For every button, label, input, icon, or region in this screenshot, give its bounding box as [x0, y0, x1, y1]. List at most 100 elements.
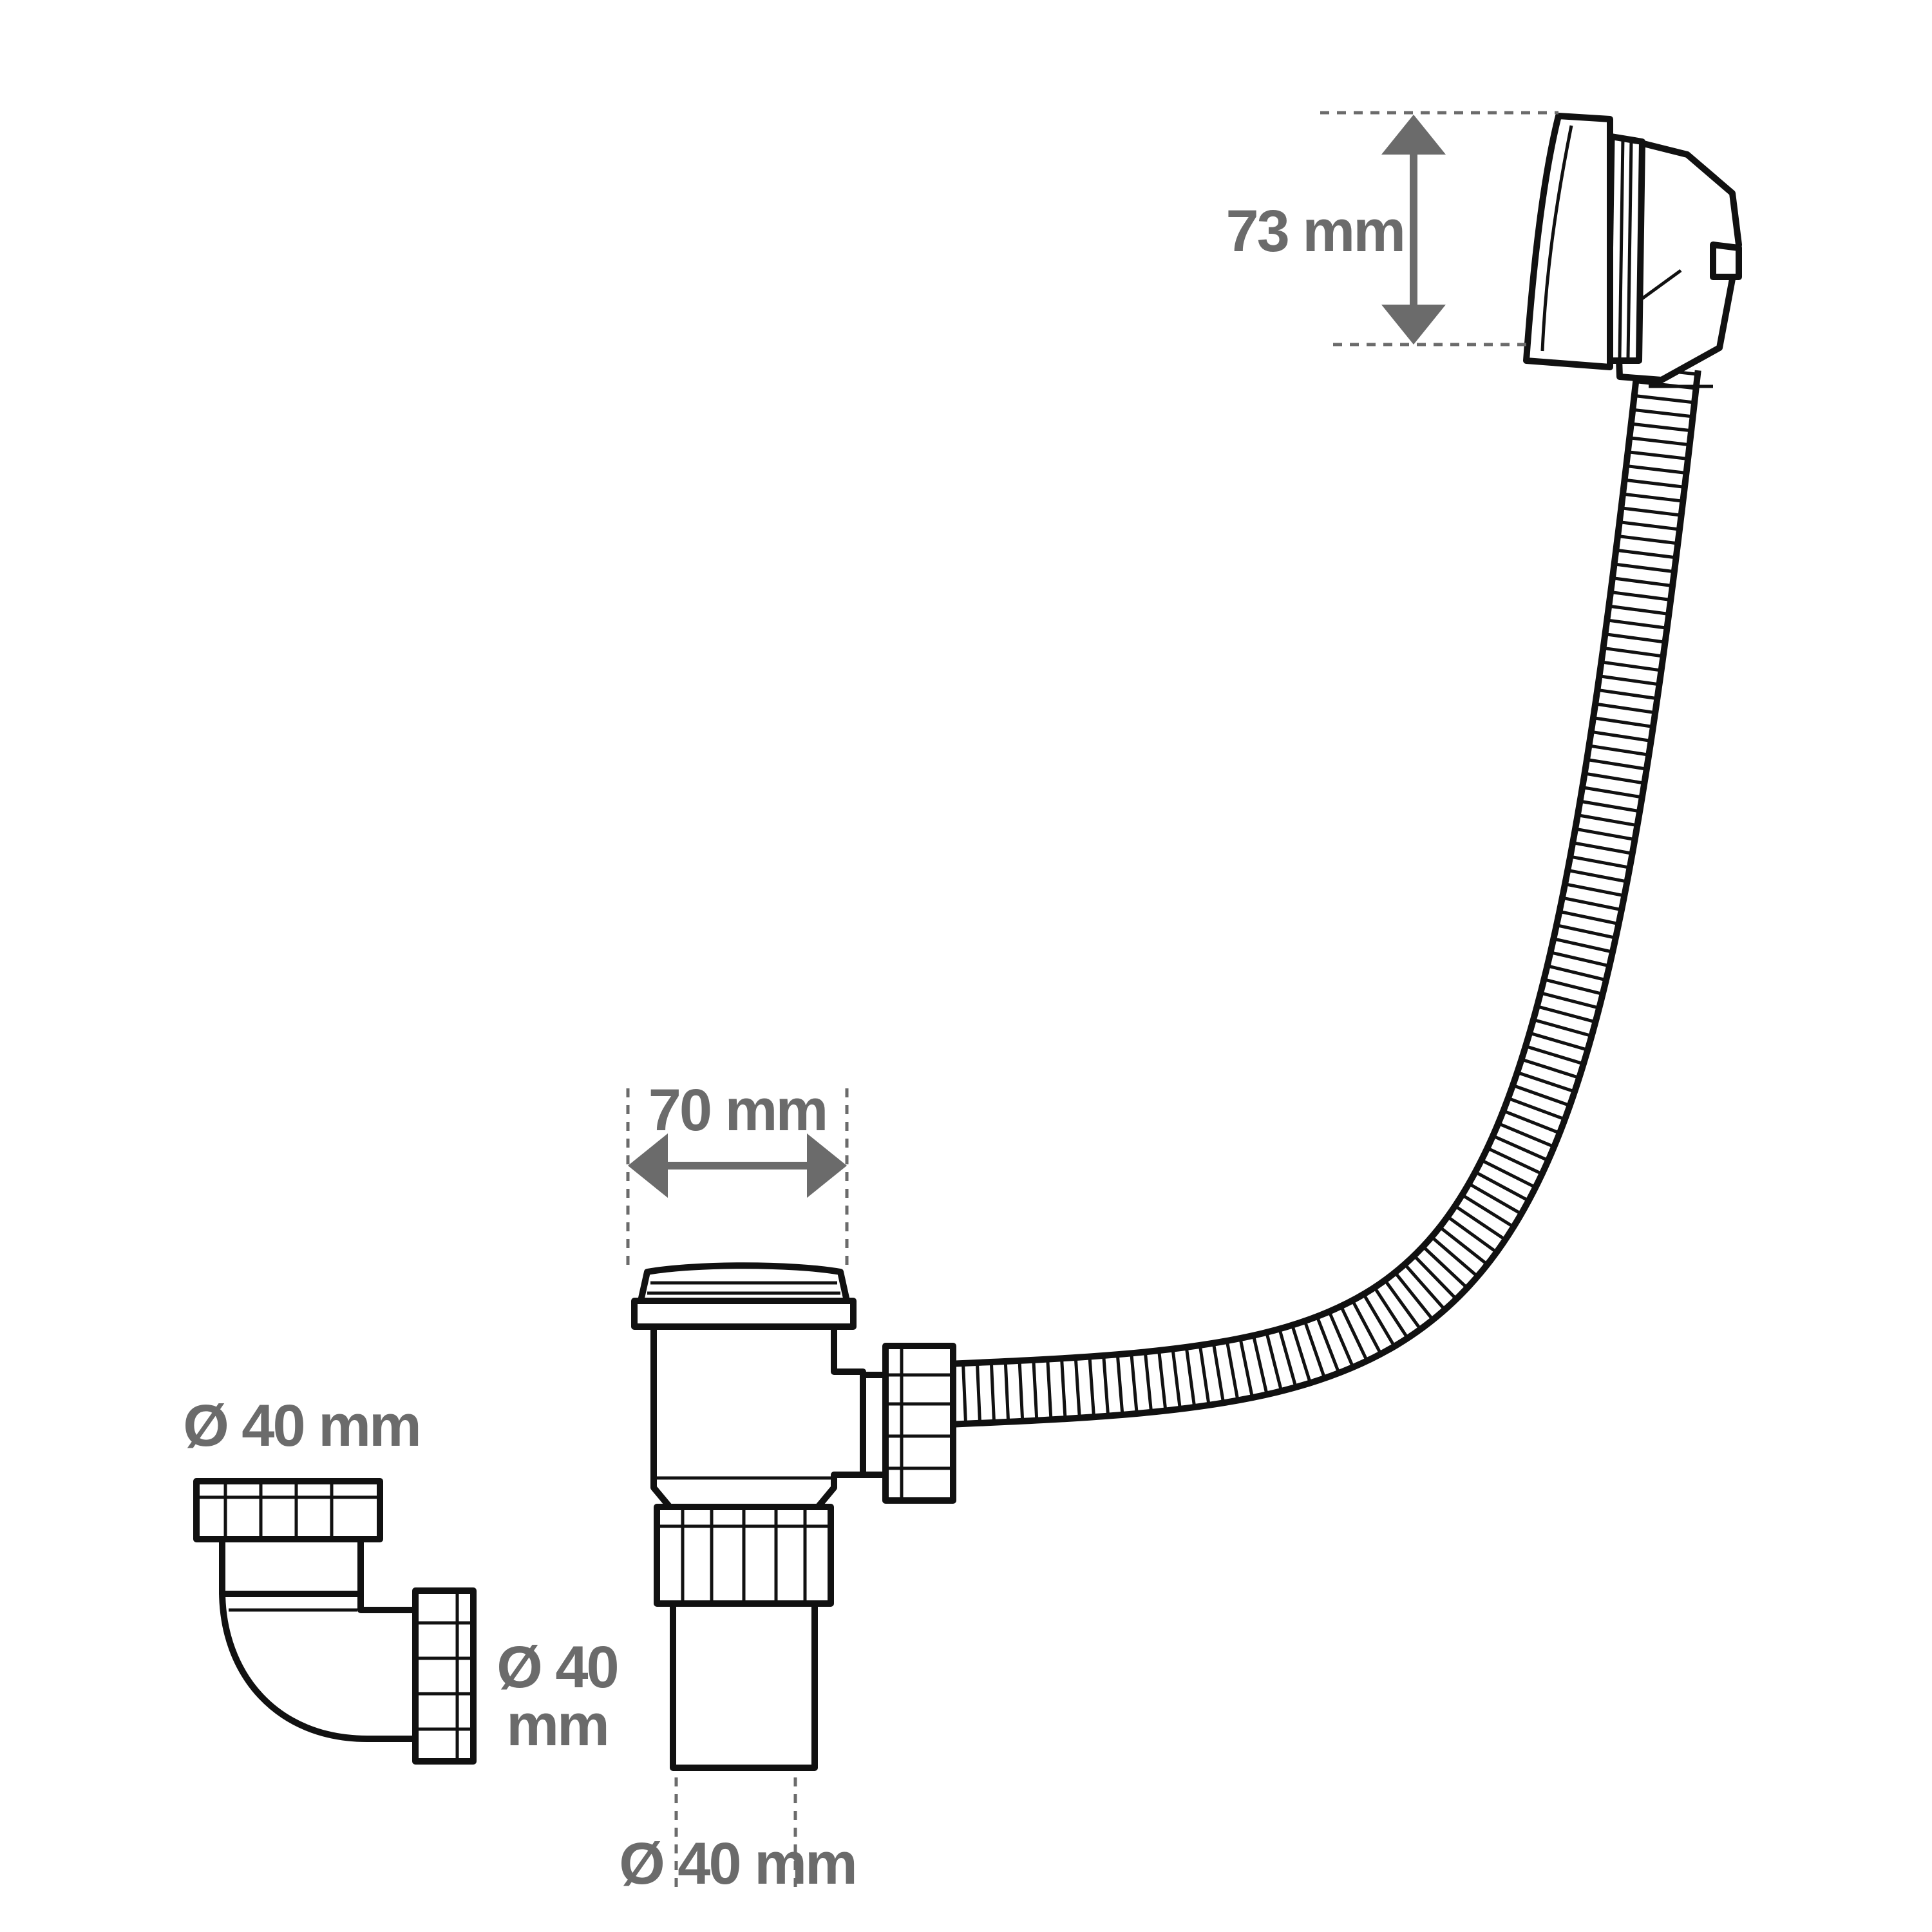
hose-rib: [1446, 1215, 1499, 1255]
hose-rib: [1403, 1262, 1447, 1312]
hose-rib: [1088, 1356, 1096, 1418]
hose-rib: [1032, 1359, 1039, 1421]
elbow-bend: [219, 1587, 422, 1742]
hose-rib: [1571, 840, 1634, 855]
hose-rib: [1590, 730, 1653, 743]
hose-rib: [1315, 1315, 1341, 1374]
hose-rib: [1622, 492, 1684, 503]
arrow-up-icon: [1381, 115, 1446, 155]
hose-rib: [1393, 1271, 1435, 1321]
hose-rib: [1558, 909, 1620, 926]
hose-rib: [1620, 506, 1683, 517]
hose-rib: [1536, 1004, 1597, 1024]
hose-rib: [1339, 1305, 1369, 1363]
hose-rib: [1615, 548, 1677, 560]
hose-rib: [1157, 1349, 1168, 1412]
hose-rib: [975, 1361, 982, 1424]
dimension-label-elbow-outlet-line2: mm: [506, 1692, 608, 1758]
hose-rib: [1542, 978, 1604, 996]
hose-rib: [1350, 1299, 1383, 1356]
hose-rib: [1577, 813, 1638, 828]
hose-rib: [1569, 855, 1631, 869]
hose-rib: [1607, 604, 1670, 616]
hose-rib: [1616, 534, 1679, 545]
hose-rib: [1018, 1359, 1025, 1422]
hose-rib: [1184, 1346, 1197, 1408]
hose-body: [945, 363, 1701, 1428]
hose-rib: [1606, 618, 1668, 630]
hose-rib: [1625, 464, 1687, 475]
hose-rib: [1539, 991, 1600, 1010]
hose-rib: [1581, 786, 1643, 799]
hose-rib: [1511, 1083, 1571, 1108]
hose-rib: [1632, 408, 1694, 419]
hose-rib: [1278, 1327, 1298, 1388]
hose-rib: [1586, 757, 1648, 771]
arrow-right-icon: [807, 1133, 847, 1198]
dimension-label-elbow-inlet: Ø 40 mm: [183, 1393, 420, 1459]
hose-rib: [1454, 1204, 1507, 1242]
hose-rib: [1060, 1358, 1067, 1420]
hose-rib: [1211, 1342, 1226, 1404]
overflow-head: [1523, 113, 1742, 388]
hose-rib: [1303, 1320, 1327, 1379]
hose-rib: [1486, 1146, 1544, 1176]
hose-rib: [1238, 1337, 1255, 1399]
hose-rib: [1588, 744, 1650, 757]
hose-rib: [1102, 1354, 1110, 1417]
hose-rib: [1461, 1193, 1515, 1229]
hose-rib: [1598, 674, 1660, 687]
hose-rib: [1613, 562, 1676, 574]
arrow-left-icon: [628, 1133, 668, 1198]
hose-rib: [1630, 422, 1692, 433]
hose-rib: [1561, 896, 1623, 912]
hose-rib: [1497, 1121, 1556, 1149]
hose-rib: [1507, 1096, 1566, 1121]
hose-rib: [1003, 1360, 1010, 1423]
hose-rib: [1467, 1182, 1523, 1216]
hose-rib: [1502, 1109, 1561, 1135]
hose-nut-body: [882, 1343, 956, 1504]
hose-rib: [1546, 964, 1607, 982]
hose-rib: [1480, 1158, 1537, 1189]
hose-rib: [1171, 1348, 1182, 1410]
hose-rib: [1627, 450, 1689, 461]
hose-rib: [1609, 590, 1672, 602]
hose-rib: [1115, 1353, 1124, 1416]
dimension-waste-outlet: Ø 40 mm: [619, 1777, 858, 1897]
dimension-waste-width: 70 mm: [626, 1077, 849, 1265]
hose-union-nut: [882, 1343, 956, 1504]
hose-rib: [1383, 1278, 1423, 1331]
hose-rib: [1633, 393, 1696, 404]
hose-rib: [1564, 882, 1625, 898]
hose-rib: [1611, 576, 1674, 588]
hose-rib: [961, 1362, 968, 1425]
hose-rib: [1251, 1334, 1269, 1396]
hose-rib: [1532, 1018, 1593, 1038]
hose-rib: [989, 1361, 996, 1423]
hose-rib: [1592, 716, 1654, 729]
hose-rib: [1046, 1358, 1053, 1421]
hose-rib: [1555, 923, 1617, 940]
hose-rib: [1516, 1070, 1576, 1094]
hose-rib: [1198, 1344, 1211, 1406]
hose-rib: [1629, 436, 1690, 447]
hose-rib: [1225, 1340, 1240, 1401]
waste-tail-pipe: [670, 1600, 818, 1771]
hose-rib: [1602, 646, 1664, 658]
hose-rib: [1265, 1331, 1283, 1392]
hose-rib: [1624, 478, 1686, 489]
hose-rib: [1143, 1351, 1153, 1414]
hose-rib: [1372, 1285, 1410, 1340]
hose-corrugation: [961, 366, 1699, 1425]
hose-rib: [1524, 1044, 1585, 1066]
hose-rib: [1566, 868, 1629, 884]
waste-body: [631, 1262, 898, 1771]
hose-rib: [1438, 1225, 1489, 1267]
hose-rib: [1430, 1235, 1479, 1278]
hose-rib: [1579, 799, 1641, 813]
hose-inner: [945, 364, 1695, 1421]
waste-main-body: [650, 1317, 866, 1510]
hose-rib: [1584, 772, 1645, 785]
